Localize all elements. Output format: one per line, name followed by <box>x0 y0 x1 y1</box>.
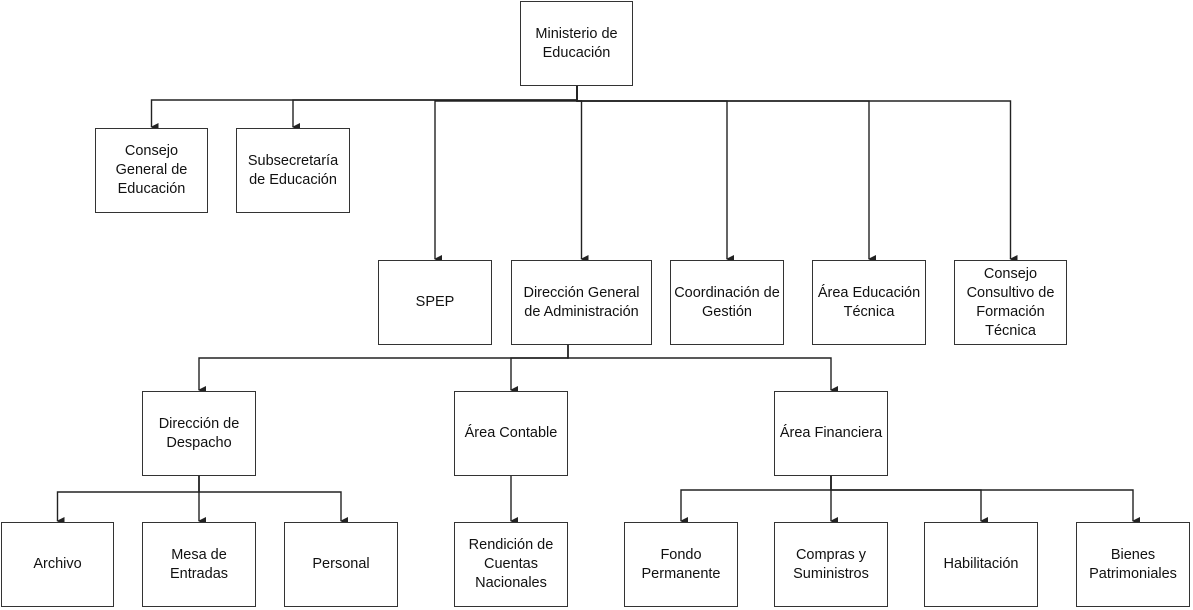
node-personal[interactable]: Personal <box>284 522 398 607</box>
node-compras[interactable]: Compras y Suministros <box>774 522 888 607</box>
node-label: Subsecretaría de Educación <box>247 152 339 188</box>
node-label: Personal <box>312 556 370 572</box>
node-consejo-consultivo[interactable]: Consejo Consultivo de Formación Técnica <box>954 260 1067 345</box>
node-label: Consejo Consultivo de Formación Técnica <box>966 265 1055 339</box>
node-ministerio[interactable]: Ministerio de Educación <box>520 1 633 86</box>
node-area-financiera[interactable]: Área Financiera <box>774 391 888 476</box>
connector-arrow <box>576 86 589 263</box>
node-mesa-entradas[interactable]: Mesa de Entradas <box>142 522 256 607</box>
node-label: Dirección de Despacho <box>158 415 240 451</box>
node-rendicion[interactable]: Rendición de Cuentas Nacionales <box>454 522 568 607</box>
connector-arrow <box>576 86 876 263</box>
node-label: Habilitación <box>943 556 1019 572</box>
node-label: Mesa de Entradas <box>169 546 229 582</box>
node-label: Dirección General de Administración <box>523 284 640 320</box>
connector-arrow <box>510 345 569 394</box>
node-consejo-general[interactable]: Consejo General de Educación <box>95 128 208 213</box>
node-label: Rendición de Cuentas Nacionales <box>468 537 554 591</box>
node-habilitacion[interactable]: Habilitación <box>924 522 1038 607</box>
node-area-contable[interactable]: Área Contable <box>454 391 568 476</box>
node-direccion-despacho[interactable]: Dirección de Despacho <box>142 391 256 476</box>
node-label: Consejo General de Educación <box>115 143 188 197</box>
node-label: Bienes Patrimoniales <box>1089 546 1177 582</box>
connector-arrow <box>56 476 200 525</box>
node-label: Fondo Permanente <box>641 546 721 582</box>
connector-arrow <box>150 86 578 131</box>
connector-arrow <box>576 86 1018 263</box>
node-label: Área Financiera <box>779 425 883 441</box>
node-area-educacion-tecnica[interactable]: Área Educación Técnica <box>812 260 926 345</box>
node-label: Área Educación Técnica <box>817 284 921 320</box>
node-label: Archivo <box>33 556 82 572</box>
connector-arrow <box>576 86 734 263</box>
node-archivo[interactable]: Archivo <box>1 522 114 607</box>
connector-arrow <box>567 345 838 394</box>
connector-arrow <box>680 476 832 525</box>
connector-arrow <box>830 476 988 525</box>
node-label: Ministerio de Educación <box>535 25 618 61</box>
node-subsecretaria[interactable]: Subsecretaría de Educación <box>236 128 350 213</box>
connector-arrow <box>198 345 569 394</box>
connector-arrow <box>198 476 348 525</box>
node-label: Coordinación de Gestión <box>674 284 780 320</box>
node-label: Compras y Suministros <box>793 546 869 582</box>
node-coordinacion[interactable]: Coordinación de Gestión <box>670 260 784 345</box>
connector-arrow <box>434 86 578 263</box>
node-bienes[interactable]: Bienes Patrimoniales <box>1076 522 1190 607</box>
node-direccion-general[interactable]: Dirección General de Administración <box>511 260 652 345</box>
connector-arrow <box>830 476 1140 525</box>
node-label: SPEP <box>415 294 455 310</box>
node-label: Área Contable <box>464 425 558 441</box>
node-fondo-permanente[interactable]: Fondo Permanente <box>624 522 738 607</box>
node-spep[interactable]: SPEP <box>378 260 492 345</box>
